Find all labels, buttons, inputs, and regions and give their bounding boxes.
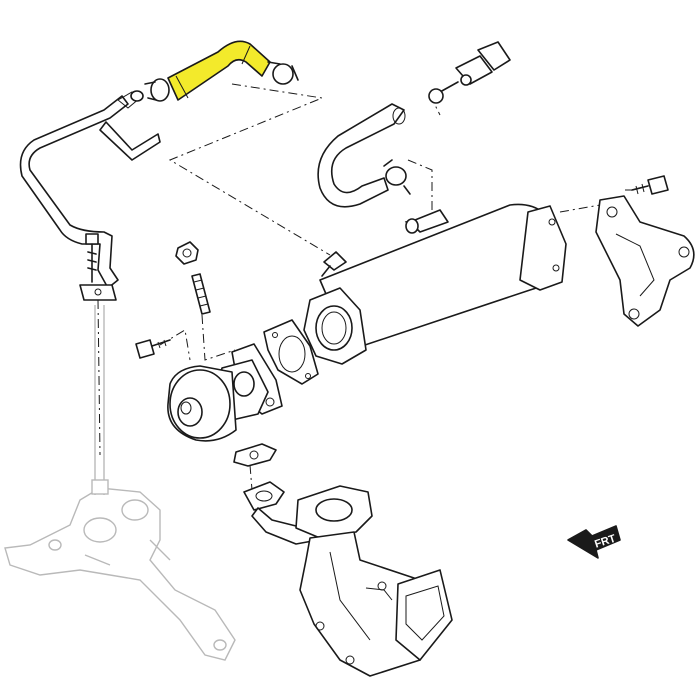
quick-connector — [428, 41, 511, 104]
nut — [175, 241, 199, 265]
intake-adapter — [243, 481, 453, 677]
bolt — [631, 175, 669, 195]
valve-gasket — [233, 443, 277, 467]
ghost-intake-manifold — [4, 305, 236, 661]
egr-valve — [167, 343, 283, 442]
hose-clamp — [144, 78, 170, 102]
upper-coolant-hose-highlighted — [167, 40, 271, 101]
coolant-tube — [19, 90, 161, 289]
mounting-bracket — [595, 195, 695, 327]
bolt — [135, 339, 171, 359]
cooler-gasket — [263, 319, 319, 385]
stud — [191, 273, 211, 315]
front-direction-marker: FRT — [567, 525, 621, 559]
u-bend-hose — [317, 103, 411, 208]
front-arrow-icon — [567, 525, 621, 559]
egr-cooler — [303, 203, 567, 365]
hose-clamp — [267, 61, 299, 85]
tube-bolt — [79, 233, 117, 301]
